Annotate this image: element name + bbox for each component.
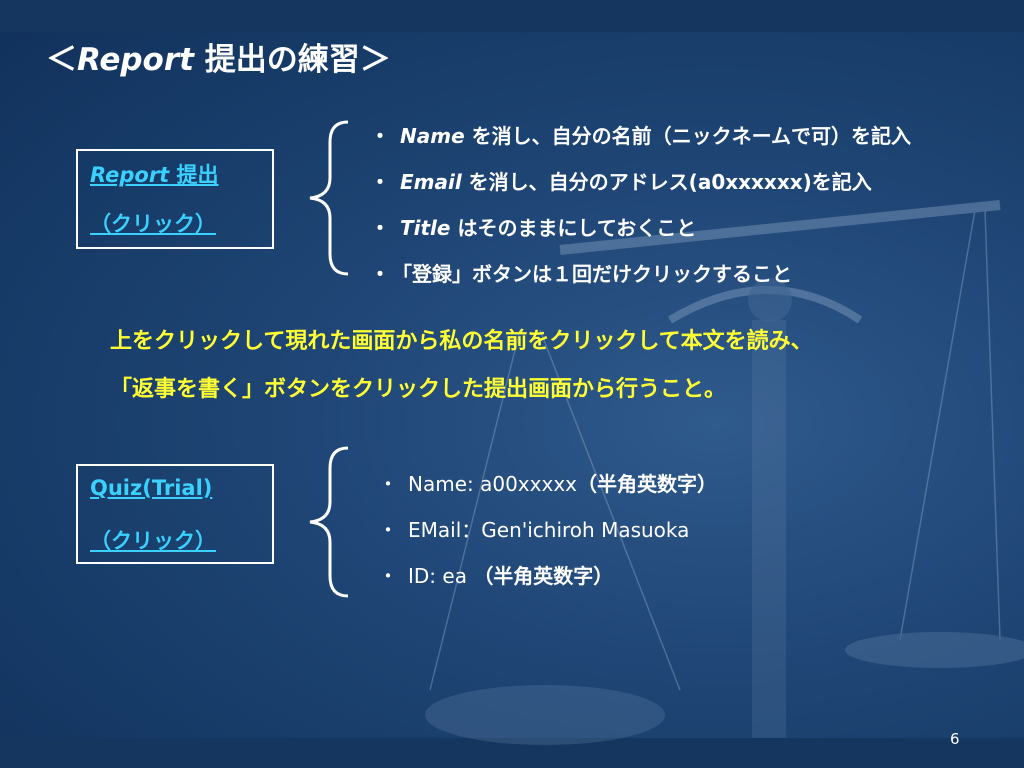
- quiz-trial-link[interactable]: Quiz(Trial): [90, 476, 213, 500]
- quiz-link-box: Quiz(Trial) （クリック）: [76, 464, 274, 564]
- report-click-link[interactable]: （クリック）: [90, 212, 216, 236]
- bottom-band: [0, 738, 1024, 768]
- instruction-line-1: 上をクリックして現れた画面から私の名前をクリックして本文を読み、: [110, 329, 813, 354]
- page-number: 6: [950, 730, 960, 748]
- report-link-box: Report 提出 （クリック）: [76, 149, 274, 249]
- curly-brace-icon: [309, 446, 349, 598]
- instruction-line-2: 「返事を書く」ボタンをクリックした提出画面から行うこと。: [110, 377, 727, 402]
- curly-brace-icon: [309, 120, 349, 276]
- top-band: [0, 0, 1024, 32]
- quiz-click-link[interactable]: （クリック）: [90, 529, 216, 553]
- report-submit-link[interactable]: Report 提出: [90, 163, 219, 187]
- page-title: ＜Report 提出の練習＞: [46, 42, 391, 78]
